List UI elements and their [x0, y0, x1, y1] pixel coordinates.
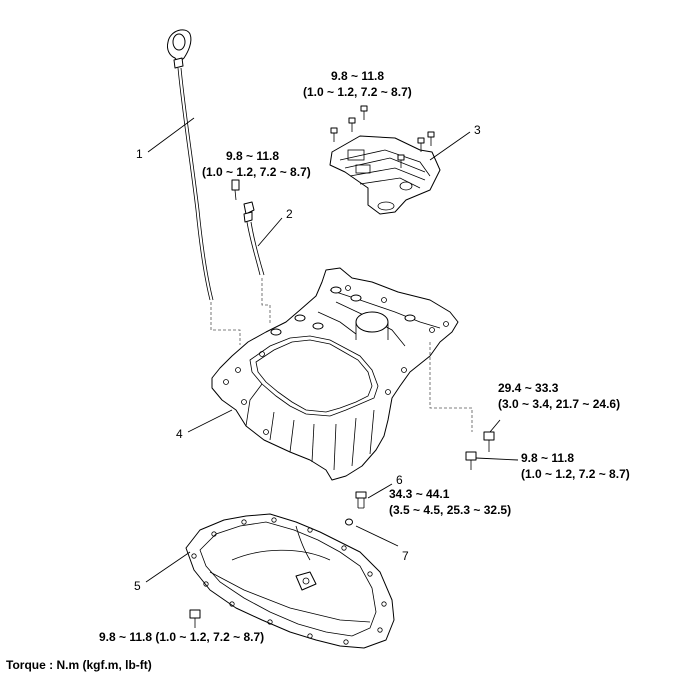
callout-6: 6: [396, 473, 403, 487]
torque-pan-bolt-b-value: 9.8 ~ 11.8: [521, 451, 574, 465]
torque-baffle-detail: (1.0 ~ 1.2, 7.2 ~ 8.7): [303, 85, 412, 99]
upper-oil-pan: [211, 267, 473, 481]
callout-3: 3: [474, 123, 481, 137]
drain-plug: [355, 491, 367, 509]
torque-pan-bolt-a-value: 29.4 ~ 33.3: [498, 381, 559, 395]
torque-pan-bolt-a-detail: (3.0 ~ 3.4, 21.7 ~ 24.6): [498, 397, 620, 411]
torque-drain-plug-detail: (3.5 ~ 4.5, 25.3 ~ 32.5): [389, 503, 511, 517]
callout-1: 1: [136, 147, 143, 161]
callout-7: 7: [402, 549, 409, 563]
callout-2: 2: [286, 207, 293, 221]
oil-level-sensor: [231, 179, 271, 325]
baffle-plate: [329, 105, 441, 215]
torque-pan-bolt-b-detail: (1.0 ~ 1.2, 7.2 ~ 8.7): [521, 467, 630, 481]
drain-plug-gasket: [345, 518, 353, 526]
oil-level-gauge: [167, 29, 241, 345]
torque-drain-plug-value: 34.3 ~ 44.1: [389, 487, 450, 501]
torque-lower-pan: 9.8 ~ 11.8 (1.0 ~ 1.2, 7.2 ~ 8.7): [99, 630, 264, 644]
leader-lines: [145, 117, 519, 583]
torque-sensor-value: 9.8 ~ 11.8: [226, 149, 279, 163]
torque-units-note: Torque : N.m (kgf.m, lb-ft): [6, 658, 152, 672]
torque-baffle-value: 9.8 ~ 11.8: [331, 69, 384, 83]
callout-4: 4: [176, 427, 183, 441]
lower-oil-pan: [185, 513, 395, 649]
torque-sensor-detail: (1.0 ~ 1.2, 7.2 ~ 8.7): [202, 165, 311, 179]
callout-5: 5: [134, 579, 141, 593]
upper-pan-bolts: [465, 431, 495, 470]
